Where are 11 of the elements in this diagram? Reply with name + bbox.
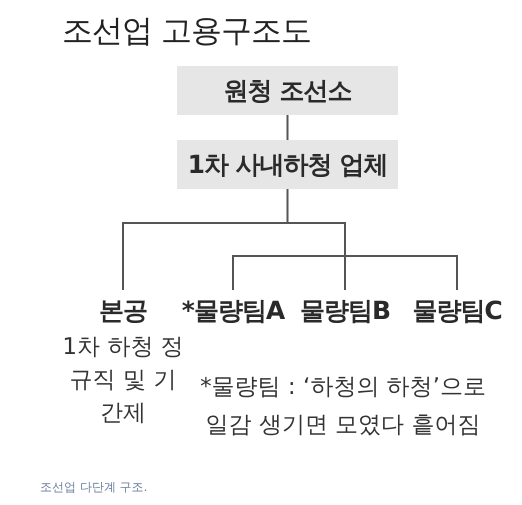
process-box: 원청 조선소 bbox=[177, 66, 398, 115]
node-heading: 물량팀B bbox=[298, 295, 392, 327]
node-heading: 물량팀C bbox=[411, 295, 503, 327]
node-description: 1차 하청 정규직 및 기간제 bbox=[61, 333, 185, 428]
footnote: *물량팀 : ‘하청의 하청’으로 일감 생기면 모였다 흩어짐 bbox=[199, 373, 487, 440]
node-heading: *물량팀A bbox=[180, 295, 286, 327]
process-box: 1차 사내하청 업체 bbox=[177, 140, 398, 189]
title: 조선업 고용구조도 bbox=[62, 12, 311, 51]
connector-line bbox=[286, 115, 288, 140]
caption: 조선업 다단계 구조. bbox=[40, 479, 148, 496]
connector-line bbox=[286, 189, 458, 290]
